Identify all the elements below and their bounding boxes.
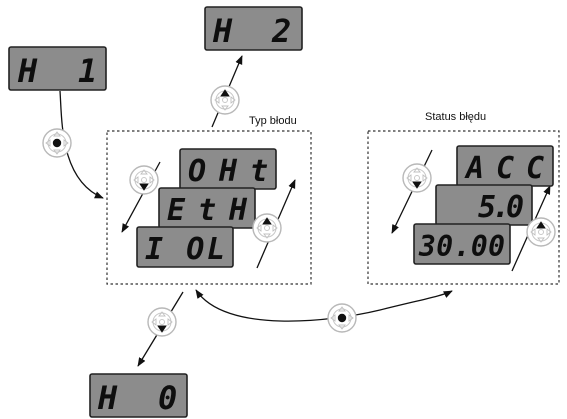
keypad-down-icon[interactable] bbox=[402, 163, 432, 193]
display-h0-right: 0 bbox=[158, 379, 177, 417]
display-h1-right: 1 bbox=[78, 52, 97, 90]
display-acc: ACC bbox=[456, 145, 554, 187]
display-iol: I OL bbox=[136, 226, 234, 268]
display-h0-left: H bbox=[97, 379, 118, 417]
keypad-enter-icon[interactable] bbox=[42, 128, 72, 158]
display-h2-right: 2 bbox=[271, 12, 291, 50]
display-oht-text: OHt bbox=[188, 154, 268, 189]
display-eth: EtH bbox=[158, 187, 256, 229]
display-current: 30.00 bbox=[413, 223, 511, 265]
display-eth-text: EtH bbox=[167, 193, 248, 228]
keypad-up-icon[interactable] bbox=[526, 217, 556, 247]
display-acc-text: ACC bbox=[464, 151, 544, 186]
display-h1-left: H bbox=[17, 52, 38, 90]
arrow-fault-status-link bbox=[195, 289, 453, 322]
keypad-up-icon[interactable] bbox=[210, 85, 240, 115]
display-frequency-text: 5.0 bbox=[478, 190, 524, 225]
display-h0: H 0 bbox=[89, 373, 188, 418]
display-frequency: 5.0 bbox=[435, 184, 533, 226]
display-h2-left: H bbox=[212, 12, 233, 50]
keypad-down-icon[interactable] bbox=[147, 307, 177, 337]
keypad-down-icon[interactable] bbox=[129, 165, 159, 195]
display-h1: H 1 bbox=[8, 46, 107, 91]
display-h2: H 2 bbox=[204, 6, 303, 51]
keypad-enter-icon[interactable] bbox=[327, 303, 357, 333]
fault-status-frame bbox=[367, 130, 560, 285]
fault-type-title: Typ błodu bbox=[249, 115, 297, 127]
keypad-up-icon[interactable] bbox=[252, 213, 282, 243]
fault-type-frame bbox=[106, 130, 312, 285]
display-oht: OHt bbox=[179, 148, 277, 190]
display-current-text: 30.00 bbox=[418, 230, 505, 263]
fault-status-title: Status błędu bbox=[425, 111, 486, 123]
